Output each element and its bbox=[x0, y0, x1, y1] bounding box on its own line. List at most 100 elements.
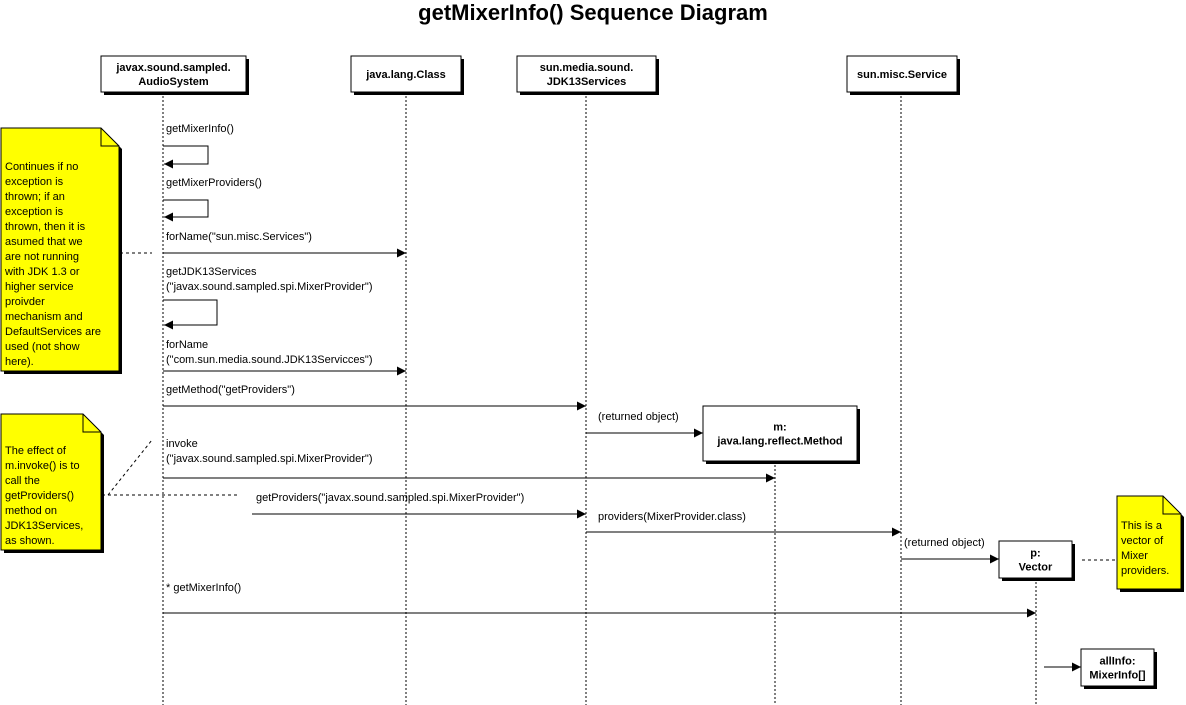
message-label-4: forName ("com.sun.media.sound.JDK13Servic… bbox=[166, 339, 373, 366]
participant-label-class: java.lang.Class bbox=[365, 69, 446, 81]
message-label-0: getMixerInfo() bbox=[166, 123, 234, 135]
self-message-arrow bbox=[163, 299, 218, 330]
message-label-9: providers(MixerProvider.class) bbox=[598, 511, 746, 523]
note-fold bbox=[1162, 496, 1181, 515]
message-label-3-line: ("javax.sound.sampled.spi.MixerProvider"… bbox=[166, 281, 373, 293]
participant-label-allinfo-line: MixerInfo[] bbox=[1089, 670, 1146, 682]
note-text-invoke-line: getProviders() bbox=[5, 490, 74, 502]
participant-label-audiosystem-line: javax.sound.sampled. bbox=[115, 62, 230, 74]
note-text-exception-line: proivder bbox=[5, 296, 45, 308]
note-text-exception-line: thrown; if an bbox=[5, 191, 65, 203]
participant-box-jdk13services bbox=[516, 55, 657, 93]
note-body bbox=[0, 127, 120, 372]
message-6: (returned object) bbox=[586, 411, 703, 438]
participant-label-allinfo: allInfo: MixerInfo[] bbox=[1089, 656, 1146, 682]
participant-label-vector-line: p: bbox=[1030, 548, 1040, 560]
message-label-1-line: getMixerProviders() bbox=[166, 177, 262, 189]
message-label-2: forName("sun.misc.Services") bbox=[166, 231, 312, 243]
note-text-exception-line: mechanism and bbox=[5, 311, 83, 323]
note-fold bbox=[82, 414, 101, 433]
message-label-5: getMethod("getProviders") bbox=[166, 384, 295, 396]
message-label-8: getProviders("javax.sound.sampled.spi.Mi… bbox=[256, 492, 524, 504]
message-label-7-line: ("javax.sound.sampled.spi.MixerProvider"… bbox=[166, 453, 373, 465]
participant-box-audiosystem bbox=[100, 55, 247, 93]
message-label-3: getJDK13Services ("javax.sound.sampled.sp… bbox=[166, 266, 373, 293]
note-text-vector-line: providers. bbox=[1121, 565, 1169, 577]
participant-label-vector-line: Vector bbox=[1019, 562, 1053, 574]
message-0: getMixerInfo() bbox=[163, 123, 234, 169]
message-label-5-line: getMethod("getProviders") bbox=[166, 384, 295, 396]
message-5: getMethod("getProviders") bbox=[163, 384, 586, 411]
participant-label-method-line: java.lang.reflect.Method bbox=[716, 436, 842, 448]
participant-label-jdk13services-line: sun.media.sound. bbox=[540, 62, 634, 74]
self-message-arrow bbox=[163, 199, 209, 222]
message-4: forName ("com.sun.media.sound.JDK13Servic… bbox=[163, 339, 406, 376]
self-message-arrow bbox=[163, 145, 209, 169]
participant-label-audiosystem: javax.sound.sampled. AudioSystem bbox=[115, 62, 230, 88]
participant-label-method-line: m: bbox=[773, 422, 786, 434]
message-2: forName("sun.misc.Services") bbox=[163, 231, 406, 258]
note-text-exception-line: exception is bbox=[5, 206, 64, 218]
message-label-7-line: invoke bbox=[166, 438, 198, 450]
message-8: getProviders("javax.sound.sampled.spi.Mi… bbox=[252, 492, 586, 519]
note-text-exception-line: used (not show bbox=[5, 341, 80, 353]
message-3: getJDK13Services ("javax.sound.sampled.sp… bbox=[163, 266, 373, 330]
message-label-6: (returned object) bbox=[598, 411, 679, 423]
note-exception: Continues if no exception is thrown; if an… bbox=[0, 127, 152, 374]
participant-box-method bbox=[702, 405, 858, 462]
message-label-0-line: getMixerInfo() bbox=[166, 123, 234, 135]
message-10: (returned object) bbox=[901, 537, 999, 564]
participant-box-allinfo bbox=[1080, 648, 1155, 687]
message-label-11-line: * getMixerInfo() bbox=[166, 582, 241, 594]
participant-box-service bbox=[846, 55, 958, 93]
note-text-exception-line: with JDK 1.3 or bbox=[4, 266, 80, 278]
note-text-invoke-line: m.invoke() is to bbox=[5, 460, 80, 472]
note-text-exception-line: thrown, then it is bbox=[5, 221, 86, 233]
diagram-title: getMixerInfo() Sequence Diagram bbox=[418, 0, 768, 25]
participant-label-audiosystem-line: AudioSystem bbox=[138, 76, 209, 88]
message-label-3-line: getJDK13Services bbox=[166, 266, 257, 278]
participant-label-service-line: sun.misc.Service bbox=[857, 69, 947, 81]
message-7: invoke ("javax.sound.sampled.spi.MixerPro… bbox=[163, 438, 775, 483]
message-label-10: (returned object) bbox=[904, 537, 985, 549]
note-fold bbox=[100, 128, 119, 147]
note-text-exception-line: exception is bbox=[5, 176, 64, 188]
participant-box-class bbox=[350, 55, 462, 93]
note-text-invoke-line: method on bbox=[5, 505, 57, 517]
message-label-6-line: (returned object) bbox=[598, 411, 679, 423]
message-label-11: * getMixerInfo() bbox=[166, 582, 241, 594]
message-11: * getMixerInfo() bbox=[163, 582, 1036, 618]
note-text-invoke-line: JDK13Services, bbox=[5, 520, 83, 532]
note-text-exception-line: are not running bbox=[5, 251, 79, 263]
note-text-vector-line: Mixer bbox=[1121, 550, 1148, 562]
message-9: providers(MixerProvider.class) bbox=[586, 511, 901, 537]
note-text-exception-line: here). bbox=[5, 356, 34, 368]
participant-label-method: m: java.lang.reflect.Method bbox=[716, 422, 842, 448]
participant-label-vector: p: Vector bbox=[1019, 548, 1053, 574]
note-body bbox=[1116, 495, 1182, 590]
message-label-2-line: forName("sun.misc.Services") bbox=[166, 231, 312, 243]
participant-label-service: sun.misc.Service bbox=[857, 69, 947, 81]
note-text-exception: Continues if no exception is thrown; if an… bbox=[4, 161, 101, 368]
participant-label-allinfo-line: allInfo: bbox=[1099, 656, 1135, 668]
note-text-exception-line: DefaultServices are bbox=[5, 326, 101, 338]
note-text-exception-line: higher service bbox=[5, 281, 73, 293]
note-text-invoke-line: The effect of bbox=[5, 445, 67, 457]
message-1: getMixerProviders() bbox=[163, 177, 262, 222]
message-label-9-line: providers(MixerProvider.class) bbox=[598, 511, 746, 523]
note-body bbox=[0, 413, 102, 551]
participant-label-jdk13services: sun.media.sound.JDK13Services bbox=[540, 62, 634, 88]
note-text-exception-line: Continues if no bbox=[5, 161, 78, 173]
participant-label-class-line: java.lang.Class bbox=[365, 69, 446, 81]
note-connector bbox=[107, 439, 153, 496]
message-label-7: invoke ("javax.sound.sampled.spi.MixerPro… bbox=[166, 438, 373, 465]
message-label-4-line: ("com.sun.media.sound.JDK13Servicces") bbox=[166, 354, 373, 366]
participant-box-vector bbox=[998, 540, 1073, 579]
message-label-4-line: forName bbox=[166, 339, 208, 351]
message-label-10-line: (returned object) bbox=[904, 537, 985, 549]
note-text-exception-line: asumed that we bbox=[5, 236, 83, 248]
